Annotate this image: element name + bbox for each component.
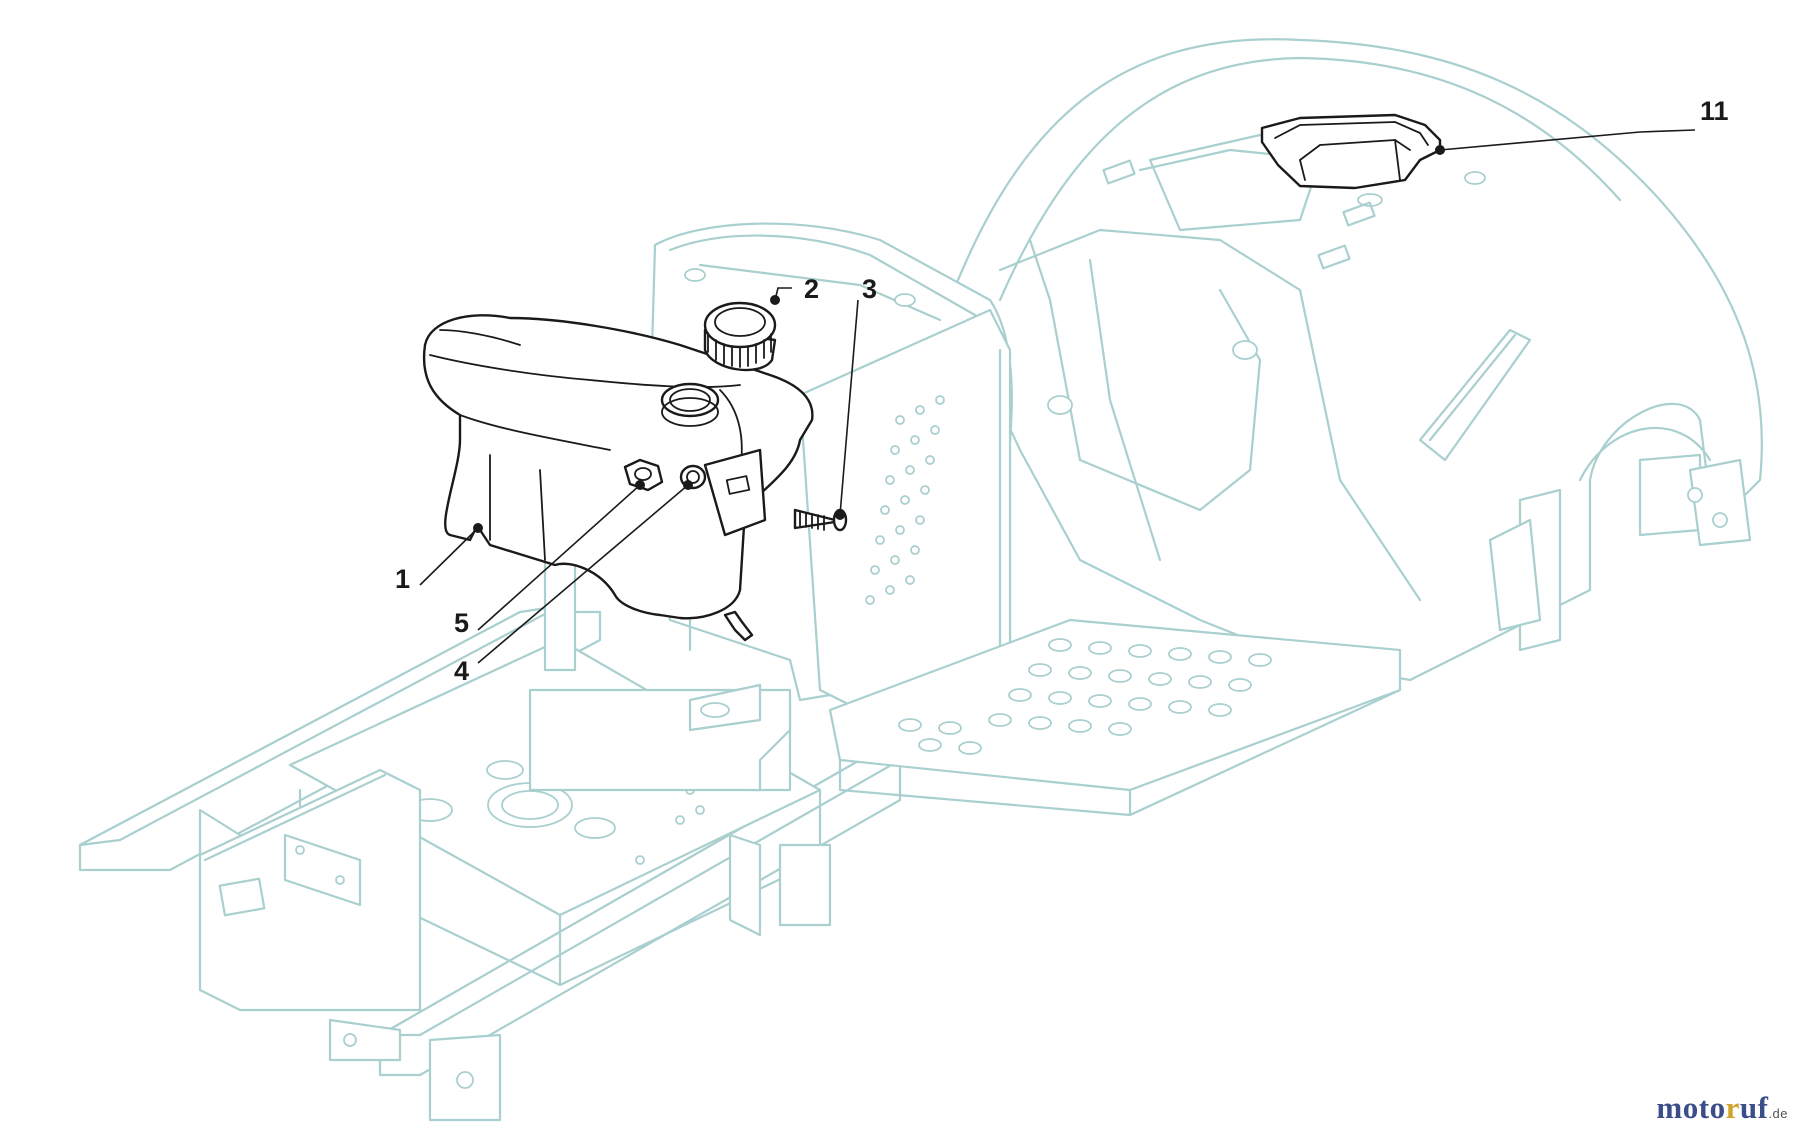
callout-1: 1 — [395, 564, 410, 594]
callout-5: 5 — [454, 608, 469, 638]
storage-tray[interactable] — [1260, 113, 1442, 190]
tank-nut[interactable] — [623, 458, 664, 492]
chassis-frame — [78, 553, 902, 1122]
site-watermark-logo: motoruf.de — [1656, 1090, 1788, 1125]
callout-4: 4 — [454, 656, 469, 686]
callout-2: 2 — [804, 274, 819, 304]
fender-body — [948, 38, 1763, 682]
callout-11: 11 — [1700, 96, 1729, 126]
callout-leaders — [419, 129, 1696, 664]
fuel-cap[interactable] — [703, 301, 777, 372]
console-vent-holes — [865, 395, 945, 605]
callout-labels: 1 2 3 5 4 11 — [395, 96, 1729, 686]
footboard — [828, 618, 1402, 817]
callout-3: 3 — [862, 274, 877, 304]
fuel-tank[interactable] — [422, 314, 814, 642]
footboard-holes — [898, 638, 1272, 755]
